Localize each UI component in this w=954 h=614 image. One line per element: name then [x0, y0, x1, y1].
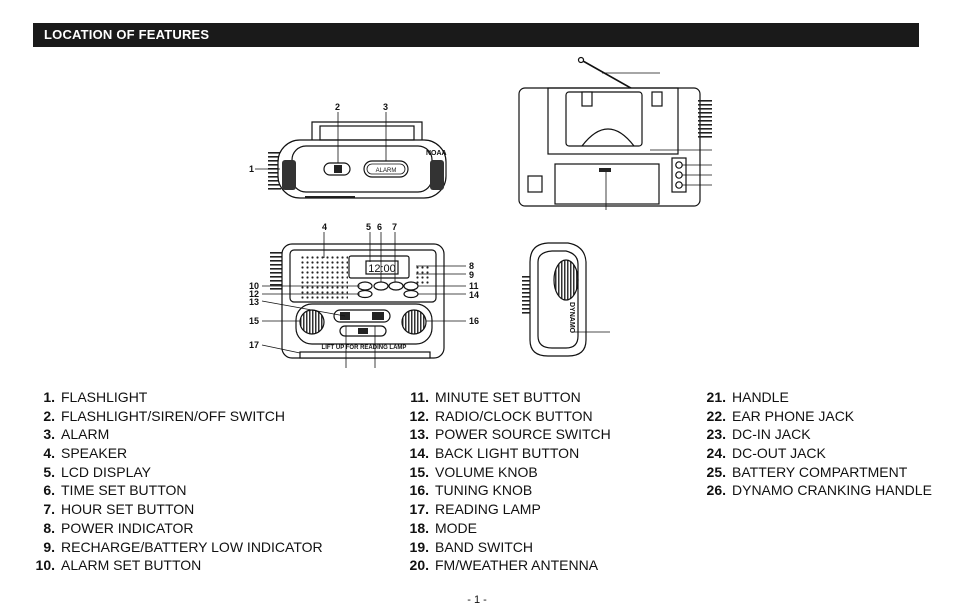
legend-item: 10.ALARM SET BUTTON — [35, 557, 202, 574]
legend-item: 21.HANDLE — [706, 389, 789, 405]
lcd-time: 12:00 — [368, 263, 396, 275]
legend-item: 22.EAR PHONE JACK — [706, 407, 855, 424]
legend-item: 14.BACK LIGHT BUTTON — [409, 445, 580, 462]
legend-item: 20.FM/WEATHER ANTENNA — [409, 557, 599, 574]
callout-17: 17 — [249, 340, 259, 350]
back-view-figure — [518, 56, 712, 210]
callout-15: 15 — [249, 316, 259, 326]
legend-item: 13.POWER SOURCE SWITCH — [409, 426, 611, 443]
legend-item: 23.DC-IN JACK — [706, 426, 811, 443]
lamp-label: LIFT UP FOR READING LAMP — [322, 345, 407, 351]
alarm-button-label: ALARM — [376, 168, 397, 174]
callout-3: 3 — [383, 102, 388, 112]
dynamo-label: DYNAMO — [568, 302, 575, 334]
legend-item: 9.RECHARGE/BATTERY LOW INDICATOR — [43, 538, 323, 555]
legend-item: 24.DC-OUT JACK — [706, 445, 826, 462]
dynamo-crank — [553, 259, 579, 301]
radio-diagram: ALARM NOAA 1 2 3 — [249, 56, 712, 368]
lcd-screen — [348, 255, 410, 279]
legend-item: 6.TIME SET BUTTON — [43, 482, 187, 499]
legend-item: 12.RADIO/CLOCK BUTTON — [409, 407, 593, 424]
legend-item: 18.MODE — [409, 519, 477, 536]
legend-column-1: 1.FLASHLIGHT 2.FLASHLIGHT/SIREN/OFF SWIT… — [34, 388, 323, 575]
callout-14: 14 — [469, 290, 479, 300]
section-header: LOCATION OF FEATURES — [33, 23, 919, 47]
callout-12: 12 — [249, 289, 259, 299]
flashlight-switch — [323, 162, 351, 176]
legend-item: 5.LCD DISPLAY — [43, 463, 151, 480]
callout-8: 8 — [469, 261, 474, 271]
front-view-figure: 12:00 LIFT UP FOR READING LAMP — [261, 232, 466, 368]
legend-item: 26.DYNAMO CRANKING HANDLE — [706, 482, 932, 499]
legend-column-2: 11.MINUTE SET BUTTON 12.RADIO/CLOCK BUTT… — [409, 388, 611, 575]
legend-item: 16.TUNING KNOB — [409, 482, 533, 499]
legend-item: 8.POWER INDICATOR — [43, 519, 194, 536]
legend-column-3: 21.HANDLE 22.EAR PHONE JACK 23.DC-IN JAC… — [706, 388, 932, 500]
callout-5: 5 — [366, 222, 371, 232]
legend-item: 7.HOUR SET BUTTON — [43, 501, 195, 518]
top-view-figure: ALARM NOAA — [255, 112, 447, 199]
side-view-figure: DYNAMO — [522, 242, 610, 357]
page-number: - 1 - — [467, 594, 487, 606]
tuning-knob — [401, 309, 427, 335]
callout-11: 11 — [469, 281, 479, 291]
legend-item: 4.SPEAKER — [43, 445, 128, 462]
legend-item: 3.ALARM — [43, 426, 110, 443]
legend-item: 1.FLASHLIGHT — [43, 389, 148, 405]
legend-item: 19.BAND SWITCH — [409, 538, 533, 555]
legend-item: 15.VOLUME KNOB — [409, 463, 538, 480]
legend-item: 17.READING LAMP — [409, 501, 541, 518]
section-title: LOCATION OF FEATURES — [44, 27, 210, 42]
callout-9: 9 — [469, 270, 474, 280]
callout-7: 7 — [392, 222, 397, 232]
callout-10: 10 — [249, 281, 259, 291]
callout-13: 13 — [249, 297, 259, 307]
callout-16: 16 — [469, 316, 479, 326]
callout-6: 6 — [377, 222, 382, 232]
noaa-badge: NOAA — [426, 150, 447, 157]
callout-4: 4 — [322, 222, 327, 232]
volume-knob — [299, 309, 325, 335]
callout-2: 2 — [335, 102, 340, 112]
speaker-grill — [300, 254, 348, 302]
legend-item: 2.FLASHLIGHT/SIREN/OFF SWITCH — [43, 407, 286, 424]
callout-1: 1 — [249, 164, 254, 174]
legend-item: 25.BATTERY COMPARTMENT — [706, 463, 908, 480]
legend-item: 11.MINUTE SET BUTTON — [410, 389, 581, 405]
